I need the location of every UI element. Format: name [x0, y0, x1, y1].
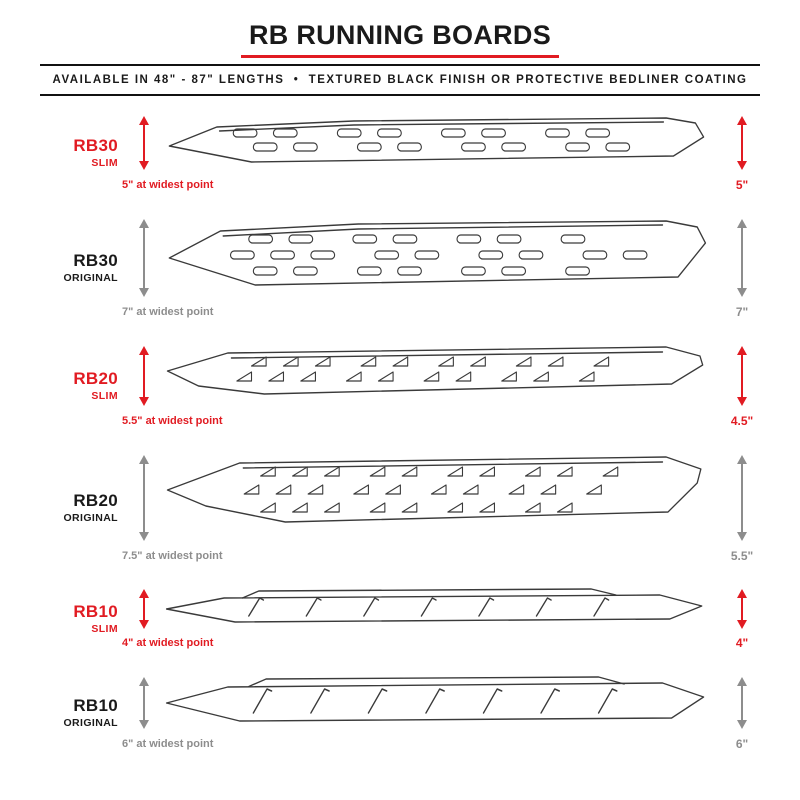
product-row-rb30-slim: RB30 SLIM 5" at widest point — [0, 98, 800, 201]
board-height-label: 4" — [735, 636, 749, 650]
model-variant: SLIM — [91, 623, 118, 635]
model-name: RB20 — [73, 369, 118, 388]
left-height-arrow-icon — [126, 677, 162, 729]
model-variant: SLIM — [91, 390, 118, 402]
board-drawing-rb10-slim — [162, 587, 710, 631]
board-drawing-rb20-slim — [162, 343, 710, 409]
widest-point-label: 7.5" at widest point — [122, 550, 223, 562]
model-label: RB30 SLIM — [34, 136, 126, 169]
model-name: RB30 — [73, 251, 118, 270]
model-label: RB20 ORIGINAL — [34, 491, 126, 524]
board-height-label: 5.5" — [730, 549, 754, 563]
subtitle-text: AVAILABLE IN 48" - 87" LENGTHS • TEXTURE… — [52, 74, 748, 86]
board-drawing-rb10-original — [162, 674, 710, 732]
right-height-arrow-icon — [710, 346, 774, 406]
board-drawing-rb20-original — [162, 452, 710, 544]
product-row-rb10-original: RB10 ORIGINAL 6" at widest point 6" — [0, 659, 800, 760]
page-title: RB RUNNING BOARDS — [240, 20, 560, 58]
right-height-arrow-icon — [710, 455, 774, 541]
model-name: RB10 — [73, 696, 118, 715]
subtitle-bar: AVAILABLE IN 48" - 87" LENGTHS • TEXTURE… — [40, 64, 760, 96]
widest-point-label: 7" at widest point — [122, 306, 214, 318]
rb20-original-outline — [166, 456, 702, 523]
product-row-rb20-slim: RB20 SLIM 5.5" at widest point — [0, 328, 800, 437]
model-name: RB30 — [73, 136, 118, 155]
model-variant: SLIM — [91, 157, 118, 169]
board-height-label: 7" — [735, 305, 749, 319]
left-height-arrow-icon — [126, 219, 162, 297]
model-name: RB20 — [73, 491, 118, 510]
widest-point-label: 6" at widest point — [122, 738, 214, 750]
left-height-arrow-icon — [126, 455, 162, 541]
model-variant: ORIGINAL — [63, 717, 118, 729]
right-height-arrow-icon — [710, 219, 774, 297]
rb30-slim-outline — [168, 117, 705, 163]
rb30-original-outline — [168, 220, 707, 286]
widest-point-label: 4" at widest point — [122, 637, 214, 649]
model-name: RB10 — [73, 602, 118, 621]
model-label: RB10 SLIM — [34, 602, 126, 635]
right-height-arrow-icon — [710, 589, 774, 629]
board-height-label: 4.5" — [730, 414, 754, 428]
left-height-arrow-icon — [126, 116, 162, 170]
board-height-label: 6" — [735, 737, 749, 751]
widest-point-label: 5" at widest point — [122, 179, 214, 191]
product-row-rb10-slim: RB10 SLIM 4" at widest point 4" — [0, 572, 800, 659]
rb20-slim-outline — [166, 346, 704, 395]
product-comparison-list: RB30 SLIM 5" at widest point — [0, 96, 800, 760]
board-drawing-rb30-original — [162, 216, 710, 300]
product-row-rb20-original: RB20 ORIGINAL 7.5" at widest point — [0, 437, 800, 572]
model-label: RB20 SLIM — [34, 369, 126, 402]
model-variant: ORIGINAL — [63, 512, 118, 524]
product-row-rb30-original: RB30 ORIGINAL 7" at widest point — [0, 201, 800, 328]
left-height-arrow-icon — [126, 589, 162, 629]
model-label: RB30 ORIGINAL — [34, 251, 126, 284]
page-header: RB RUNNING BOARDS AVAILABLE IN 48" - 87"… — [0, 0, 800, 96]
model-variant: ORIGINAL — [63, 272, 118, 284]
model-label: RB10 ORIGINAL — [34, 696, 126, 729]
right-height-arrow-icon — [710, 116, 774, 170]
rb10-original-outline — [165, 676, 705, 722]
left-height-arrow-icon — [126, 346, 162, 406]
board-height-label: 5" — [735, 178, 749, 192]
board-drawing-rb30-slim — [162, 113, 710, 173]
right-height-arrow-icon — [710, 677, 774, 729]
rb10-slim-outline — [165, 588, 703, 623]
widest-point-label: 5.5" at widest point — [122, 415, 223, 427]
